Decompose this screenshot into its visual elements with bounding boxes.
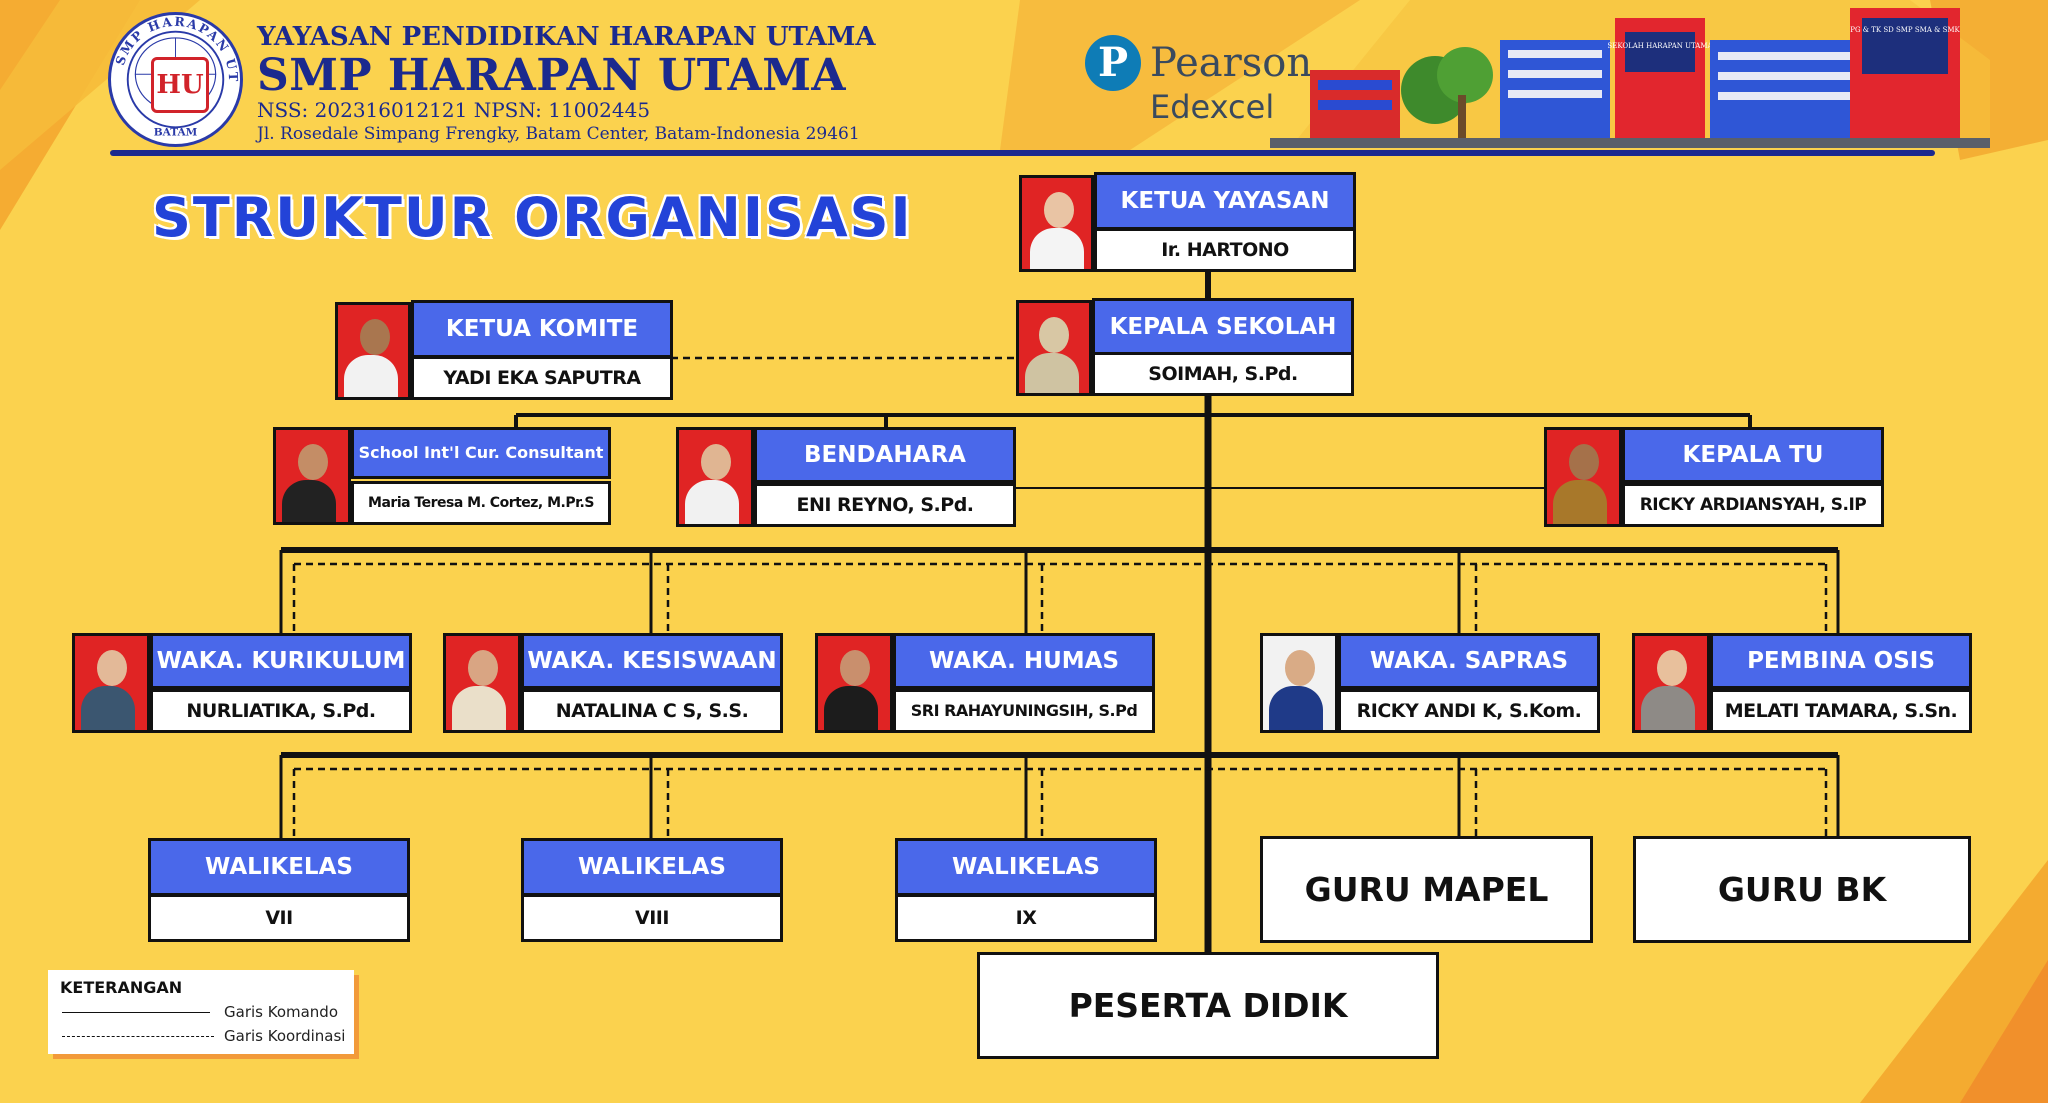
kepala-sekolah-name: SOIMAH, S.Pd. [1092,352,1354,396]
avatar-waka-humas [815,633,893,733]
waka-humas-title: WAKA. HUMAS [893,633,1155,689]
avatar-pembina-osis [1632,633,1710,733]
ketua-komite-title: KETUA KOMITE [411,300,673,358]
school-name: SMP HARAPAN UTAMA [257,50,847,101]
guru-bk-box: GURU BK [1633,836,1971,943]
campus-sign-right: PG & TK SD SMP SMA & SMK [1850,26,1960,34]
waka-sapras-title: WAKA. SAPRAS [1338,633,1600,689]
avatar-waka-sapras [1260,633,1338,733]
consultant-name: Maria Teresa M. Cortez, M.Pr.S [351,481,611,525]
school-ids: NSS: 202316012121 NPSN: 11002445 [257,98,651,122]
legend-title: KETERANGAN [60,978,183,997]
waka-kurikulum-name: NURLIATIKA, S.Pd. [150,689,412,733]
avatar-kepala-tu [1544,427,1622,527]
guru-mapel-box: GURU MAPEL [1260,836,1593,943]
walikelas-ix-title: WALIKELAS [895,838,1157,896]
avatar-bendahara [676,427,754,527]
logo-bottom-text: BATAM [154,126,198,138]
avatar-waka-kesiswaan [443,633,521,733]
peserta-didik-box: PESERTA DIDIK [977,952,1439,1059]
pembina-osis-name: MELATI TAMARA, S.Sn. [1710,689,1972,733]
pembina-osis-title: PEMBINA OSIS [1710,633,1972,689]
kepala-sekolah-title: KEPALA SEKOLAH [1092,298,1354,356]
partner-sub: Edexcel [1150,88,1275,126]
waka-sapras-name: RICKY ANDI K, S.Kom. [1338,689,1600,733]
kepala-tu-name: RICKY ARDIANSYAH, S.IP [1622,483,1884,527]
waka-kesiswaan-name: NATALINA C S, S.S. [521,689,783,733]
avatar-ketua-yayasan [1019,175,1094,272]
walikelas-vii-class: VII [148,894,410,942]
legend-dashed-label: Garis Koordinasi [224,1027,346,1045]
bendahara-title: BENDAHARA [754,427,1016,483]
partner-name: Pearson [1150,40,1313,86]
school-logo: SMP HARAPAN UTAMA BATAM HU [108,12,243,147]
page-title: STRUKTUR ORGANISASI [152,186,913,249]
pearson-logo-icon: P [1085,35,1141,91]
bendahara-name: ENI REYNO, S.Pd. [754,483,1016,527]
avatar-ketua-komite [335,302,411,400]
consultant-title: School Int'l Cur. Consultant [351,427,611,479]
campus-sign-left: SEKOLAH HARAPAN UTAMA [1607,42,1713,50]
logo-mark: HU [151,57,209,113]
campus-building-image: SEKOLAH HARAPAN UTAMA PG & TK SD SMP SMA… [1270,0,1990,148]
walikelas-vii-title: WALIKELAS [148,838,410,896]
school-address: Jl. Rosedale Simpang Frengky, Batam Cent… [257,124,860,144]
walikelas-viii-class: VIII [521,894,783,942]
header-divider [110,150,1935,156]
avatar-kepala-sekolah [1016,300,1092,396]
walikelas-viii-title: WALIKELAS [521,838,783,896]
walikelas-ix-class: IX [895,894,1157,942]
waka-kesiswaan-title: WAKA. KESISWAAN [521,633,783,689]
avatar-waka-kurikulum [72,633,150,733]
kepala-tu-title: KEPALA TU [1622,427,1884,483]
avatar-consultant [273,427,351,525]
foundation-name: YAYASAN PENDIDIKAN HARAPAN UTAMA [257,22,876,52]
legend-solid-line [62,1012,210,1013]
ketua-komite-name: YADI EKA SAPUTRA [411,356,673,400]
ketua-yayasan-title: KETUA YAYASAN [1094,172,1356,230]
waka-humas-name: SRI RAHAYUNINGSIH, S.Pd [893,689,1155,733]
legend: KETERANGAN Garis Komando Garis Koordinas… [48,970,354,1054]
ketua-yayasan-name: Ir. HARTONO [1094,228,1356,272]
waka-kurikulum-title: WAKA. KURIKULUM [150,633,412,689]
legend-dashed-line [62,1036,214,1037]
legend-solid-label: Garis Komando [224,1003,339,1021]
